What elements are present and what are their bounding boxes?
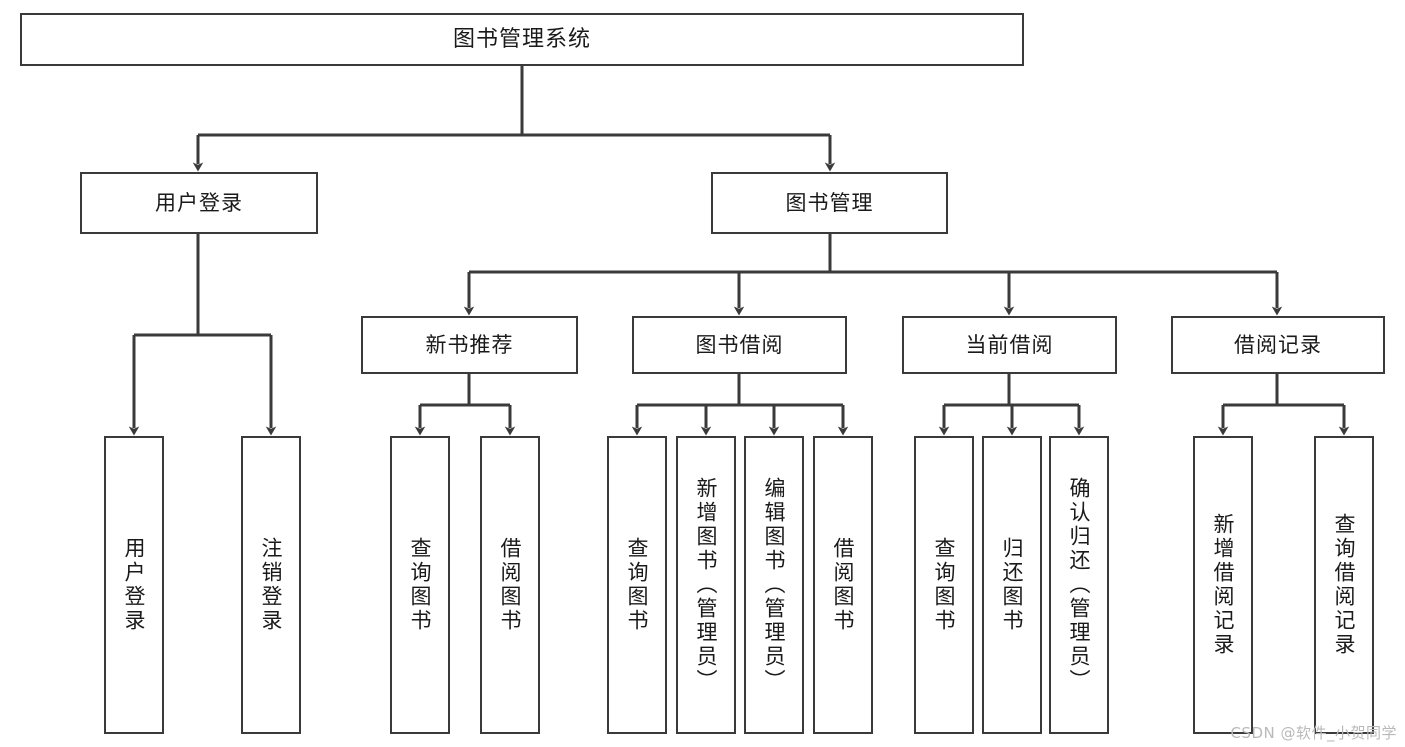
node-label: 用户登录 (122, 537, 147, 633)
leaf-user-logout[interactable]: 注销登录 (241, 436, 301, 734)
node-root-library-management-system[interactable]: 图书管理系统 (20, 13, 1024, 66)
leaf-user-login[interactable]: 用户登录 (104, 436, 164, 734)
node-label: 借阅记录 (1234, 332, 1322, 357)
node-book-borrow[interactable]: 图书借阅 (632, 316, 847, 374)
leaf-query-book-recommend[interactable]: 查询图书 (390, 436, 450, 734)
node-label: 新增图书（管理员） (694, 477, 719, 693)
node-new-book-recommend[interactable]: 新书推荐 (361, 316, 578, 374)
node-user-login[interactable]: 用户登录 (80, 172, 318, 234)
node-label: 新书推荐 (425, 332, 514, 357)
leaf-return-book[interactable]: 归还图书 (982, 436, 1042, 734)
node-label: 查询图书 (932, 537, 957, 633)
node-borrow-record[interactable]: 借阅记录 (1171, 316, 1385, 374)
node-current-borrow[interactable]: 当前借阅 (902, 316, 1117, 374)
node-label: 图书借阅 (695, 332, 784, 357)
leaf-borrow-book[interactable]: 借阅图书 (813, 436, 873, 734)
node-label: 用户登录 (155, 190, 243, 215)
leaf-add-borrow-record[interactable]: 新增借阅记录 (1193, 436, 1253, 734)
leaf-query-book-current[interactable]: 查询图书 (914, 436, 974, 734)
leaf-add-book-admin[interactable]: 新增图书（管理员） (676, 436, 736, 734)
leaf-edit-book-admin[interactable]: 编辑图书（管理员） (744, 436, 804, 734)
node-label: 查询图书 (408, 537, 433, 633)
leaf-query-book-borrow[interactable]: 查询图书 (607, 436, 667, 734)
node-label: 借阅图书 (498, 537, 523, 633)
node-label: 查询图书 (625, 537, 650, 633)
leaf-confirm-return-admin[interactable]: 确认归还（管理员） (1049, 436, 1109, 734)
node-label: 图书管理系统 (452, 26, 591, 52)
leaf-borrow-book-recommend[interactable]: 借阅图书 (480, 436, 540, 734)
node-label: 查询借阅记录 (1332, 513, 1357, 657)
node-label: 借阅图书 (831, 537, 856, 633)
node-label: 确认归还（管理员） (1067, 477, 1092, 693)
node-label: 新增借阅记录 (1211, 513, 1236, 657)
leaf-query-borrow-record[interactable]: 查询借阅记录 (1314, 436, 1374, 734)
node-book-management[interactable]: 图书管理 (711, 172, 948, 234)
node-label: 归还图书 (1000, 537, 1025, 633)
node-label: 编辑图书（管理员） (762, 477, 787, 693)
node-label: 图书管理 (785, 190, 874, 215)
node-label: 当前借阅 (965, 332, 1054, 357)
node-label: 注销登录 (259, 537, 284, 633)
